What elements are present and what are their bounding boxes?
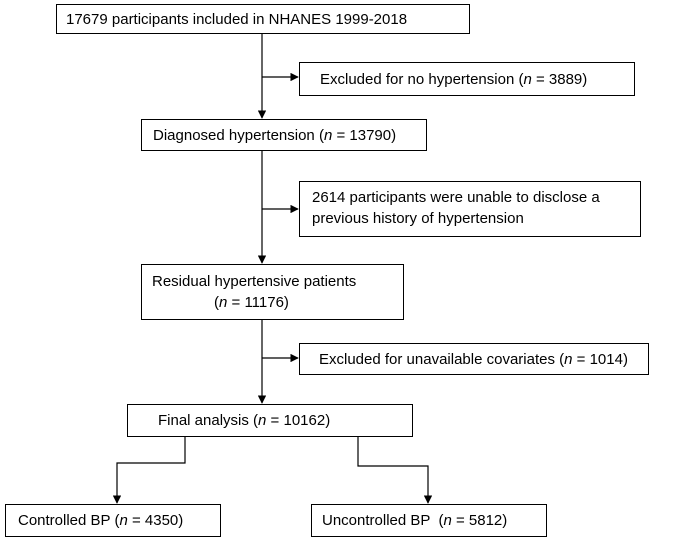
exclude-history-line2: previous history of hypertension xyxy=(312,210,524,227)
diagnosed-hypertension-box: Diagnosed hypertension (n = 13790) xyxy=(141,119,427,151)
exclude-no-hypertension-text: Excluded for no hypertension (n = 3889) xyxy=(320,71,588,88)
final-analysis-box: Final analysis (n = 10162) xyxy=(127,404,413,437)
diagnosed-hypertension-text: Diagnosed hypertension (n = 13790) xyxy=(153,127,397,144)
controlled-bp-box: Controlled BP (n = 4350) xyxy=(5,504,221,537)
exclude-covariates-box: Excluded for unavailable covariates (n =… xyxy=(299,343,649,375)
controlled-bp-text: Controlled BP (n = 4350) xyxy=(18,512,184,529)
start-box: 17679 participants included in NHANES 19… xyxy=(56,4,470,34)
start-text: 17679 participants included in NHANES 19… xyxy=(66,11,408,28)
residual-patients-box: Residual hypertensive patients (n = 1117… xyxy=(141,264,404,320)
residual-patients-line1: Residual hypertensive patients xyxy=(152,273,357,290)
uncontrolled-bp-box: Uncontrolled BP (n = 5812) xyxy=(311,504,547,537)
residual-patients-line2: (n = 11176) xyxy=(214,294,289,311)
final-analysis-text: Final analysis (n = 10162) xyxy=(158,412,331,429)
arrow-final-to-controlled xyxy=(112,437,186,504)
uncontrolled-bp-text: Uncontrolled BP (n = 5812) xyxy=(322,512,508,529)
arrow-final-to-uncontrolled xyxy=(357,437,433,504)
exclude-history-line1: 2614 participants were unable to disclos… xyxy=(312,189,600,206)
exclude-history-box: 2614 participants were unable to disclos… xyxy=(299,181,641,237)
exclude-no-hypertension-box: Excluded for no hypertension (n = 3889) xyxy=(299,62,635,96)
exclude-covariates-text: Excluded for unavailable covariates (n =… xyxy=(319,351,628,368)
